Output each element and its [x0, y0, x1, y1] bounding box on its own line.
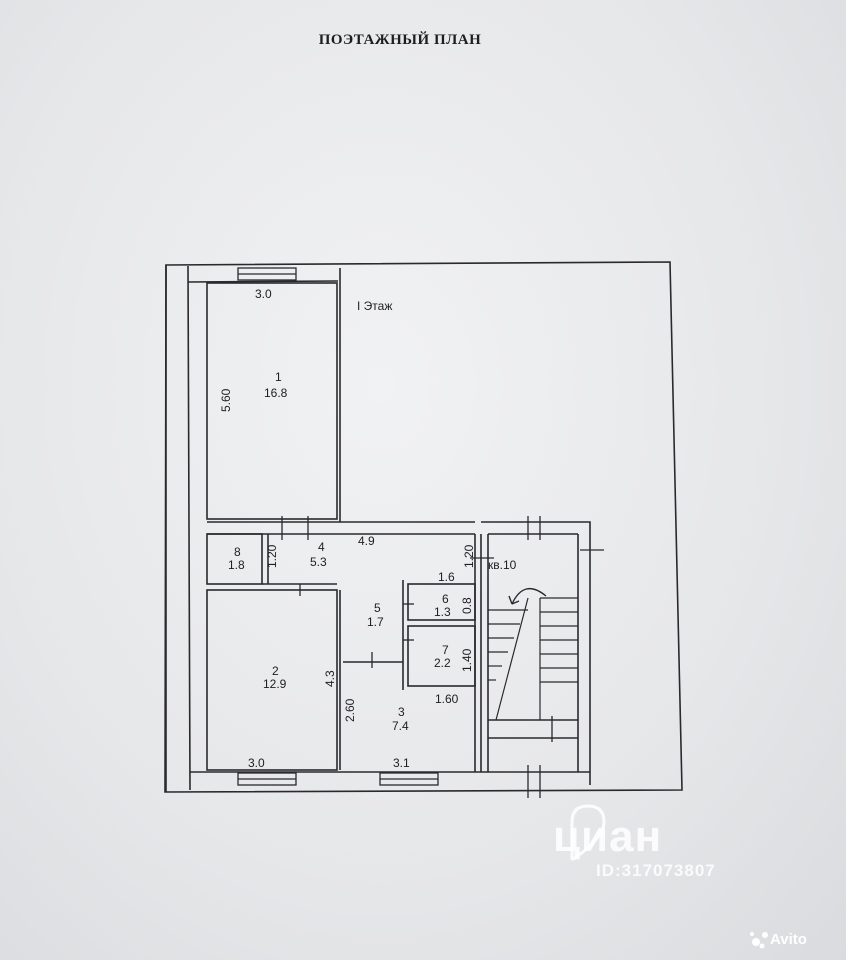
dim-room1-width: 3.0 — [255, 287, 272, 301]
building-outline — [164, 261, 683, 793]
room-1-outline — [206, 282, 338, 520]
dim-room6-width: 1.6 — [438, 570, 455, 584]
outer-wall-left — [187, 265, 191, 791]
apartment-label: кв.10 — [488, 558, 517, 572]
room-5-number: 5 — [374, 601, 381, 615]
dim-room6-height: 0.8 — [460, 597, 474, 614]
avito-logo-icon — [750, 932, 768, 949]
windows — [237, 267, 439, 786]
dim-corridor-width: 4.9 — [358, 534, 375, 548]
wall-top-inner — [187, 280, 339, 283]
stairwell-outline — [481, 521, 591, 785]
room-8-area: 1.8 — [228, 558, 245, 572]
watermark-brand: циан — [553, 812, 663, 861]
room-6-area: 1.3 — [434, 605, 451, 619]
watermark-id: ID:317073807 — [596, 861, 716, 880]
avito-watermark: Avito — [770, 931, 807, 948]
floor-label: I Этаж — [357, 299, 392, 313]
dim-room2-width: 3.0 — [248, 756, 265, 770]
dim-stair-width: 1.20 — [462, 544, 476, 568]
dim-room2-height: 4.3 — [323, 670, 337, 687]
dim-room7-width: 1.60 — [435, 692, 459, 706]
dim-room3-height: 2.60 — [343, 698, 357, 722]
dim-room1-height: 5.60 — [219, 388, 233, 412]
dim-room3-width: 3.1 — [393, 756, 410, 770]
page-title: ПОЭТАЖНЫЙ ПЛАН — [318, 32, 482, 48]
room-5-area: 1.7 — [367, 615, 384, 629]
room-2-area: 12.9 — [263, 677, 287, 691]
room-8-number: 8 — [234, 545, 241, 559]
door-marks — [281, 516, 604, 798]
room-2-number: 2 — [272, 664, 279, 678]
cian-logo-pin-icon — [570, 804, 606, 862]
room-4-number: 4 — [318, 540, 325, 554]
room-8-outline — [206, 533, 263, 585]
dim-room8-height: 1.20 — [265, 544, 279, 568]
room-2-outline — [206, 589, 338, 771]
dim-room7-height: 1.40 — [460, 648, 474, 672]
room-7-number: 7 — [442, 643, 449, 657]
room-3-area: 7.4 — [392, 719, 409, 733]
room-7-area: 2.2 — [434, 656, 451, 670]
room-1-area: 16.8 — [264, 386, 288, 400]
stair-arrow-head — [508, 595, 520, 605]
stair-steps — [488, 597, 578, 721]
room-3-number: 3 — [398, 705, 405, 719]
room-4-area: 5.3 — [310, 555, 327, 569]
room-1-number: 1 — [275, 370, 282, 384]
room-6-number: 6 — [442, 592, 449, 606]
stair-arrow — [511, 587, 547, 605]
